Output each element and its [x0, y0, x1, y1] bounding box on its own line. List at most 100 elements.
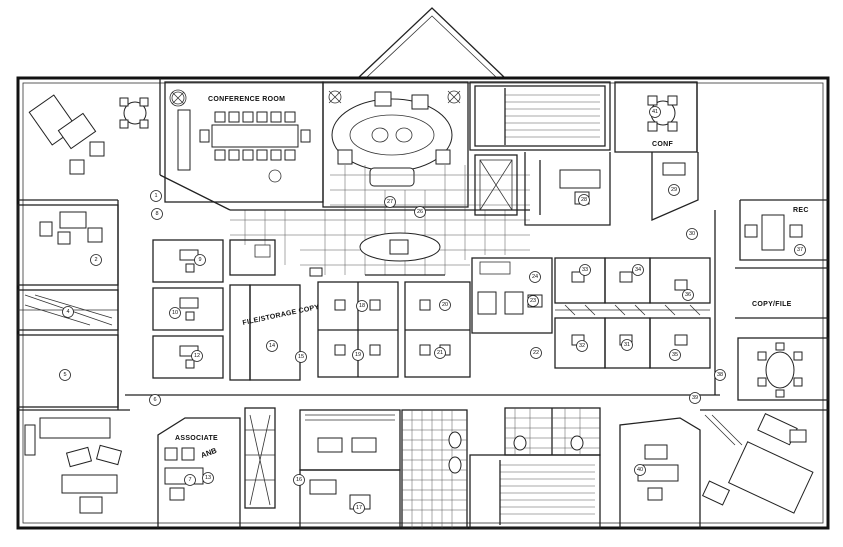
room-number: 34 — [635, 267, 641, 273]
file-storage-copy: FILE/STORAGE COPY — [229, 284, 320, 381]
room-number-badge — [439, 299, 451, 311]
plant-icon — [447, 90, 461, 104]
copy-file-label: COPY/FILE — [752, 301, 792, 308]
room-number-badge — [714, 369, 726, 381]
room-number: 36 — [685, 292, 691, 298]
room-number: 31 — [624, 342, 630, 348]
room-number: 23 — [530, 298, 536, 304]
room-number-badge — [295, 351, 307, 363]
room-number-badge — [184, 474, 196, 486]
room-number-badge — [576, 340, 588, 352]
conference-room: CONFERENCE ROOM — [164, 81, 324, 203]
room-number: 15 — [298, 354, 304, 360]
room-number: 30 — [689, 231, 695, 237]
room-number: 13 — [205, 475, 211, 481]
elevator — [474, 154, 518, 216]
room-number: 33 — [582, 267, 588, 273]
stairwell-bottom — [469, 454, 601, 529]
restroom-hatched — [401, 409, 468, 529]
storage-column — [244, 407, 276, 509]
room-number: 40 — [637, 467, 643, 473]
room-number: 27 — [387, 199, 393, 205]
room-number-badge — [686, 228, 698, 240]
room-number: 24 — [532, 274, 538, 280]
restrooms-tiled — [504, 407, 601, 456]
room-number: 22 — [533, 350, 539, 356]
room-number-badge — [151, 208, 163, 220]
room-number-badge — [578, 194, 590, 206]
office-36 — [524, 152, 611, 226]
room-number: 35 — [672, 352, 678, 358]
office-35 — [619, 417, 701, 528]
room-number-badge — [194, 254, 206, 266]
room-number-badge — [689, 392, 701, 404]
room-number: 21 — [437, 350, 443, 356]
copy-file-right: COPY/FILE — [735, 267, 828, 319]
room-number-badge — [149, 394, 161, 406]
room-number-badge — [352, 349, 364, 361]
room-number-badge — [293, 474, 305, 486]
room-number-badge — [530, 347, 542, 359]
room-number: 1 — [154, 193, 157, 199]
room-number: 17 — [356, 505, 362, 511]
room-number-badge — [669, 349, 681, 361]
room-number: 20 — [442, 302, 448, 308]
associate-office: ASSOCIATE ANB — [157, 417, 241, 528]
room-number: 10 — [172, 310, 178, 316]
room-number-badge — [579, 264, 591, 276]
conference-room-label: CONFERENCE ROOM — [208, 96, 285, 103]
room-number-badge — [414, 206, 426, 218]
plant-icon — [171, 91, 185, 105]
room-number: 4 — [66, 309, 69, 315]
rec-label: REC — [793, 207, 809, 214]
room-number-badge — [682, 289, 694, 301]
room-number-badge — [62, 306, 74, 318]
reception-lobby — [230, 81, 530, 277]
room-number: 28 — [581, 197, 587, 203]
room-number: 19 — [355, 352, 361, 358]
copy-area-center — [471, 257, 553, 334]
room-number-badge — [202, 472, 214, 484]
room-number-badge — [434, 347, 446, 359]
office-left-2 — [17, 204, 119, 286]
anb-label: ANB — [200, 446, 219, 460]
room-number-badge — [90, 254, 102, 266]
roof-gable — [357, 7, 506, 79]
room-number-badge — [59, 369, 71, 381]
room-number: 38 — [717, 372, 723, 378]
small-conference-right — [737, 337, 829, 401]
room-number: 2 — [94, 257, 97, 263]
room-number: 41 — [652, 109, 658, 115]
office-bottom-left — [18, 409, 130, 514]
room-number: 7 — [188, 477, 191, 483]
kitchenette — [229, 239, 276, 276]
room-number-badge — [634, 464, 646, 476]
plant-icon — [328, 90, 342, 104]
room-number: 16 — [296, 477, 302, 483]
room-number-badge — [621, 339, 633, 351]
workstations-left — [152, 239, 224, 379]
conf-label: CONF — [652, 141, 673, 148]
room-number-badge — [649, 106, 661, 118]
room-number-badge — [794, 244, 806, 256]
room-number-badge — [527, 295, 539, 307]
room-number-badge — [384, 196, 396, 208]
room-number: 29 — [671, 187, 677, 193]
room-number-badge — [632, 264, 644, 276]
room-number-badge — [266, 340, 278, 352]
room-number-badge — [191, 350, 203, 362]
offices-bottom-center — [299, 409, 401, 529]
room-number: 37 — [797, 247, 803, 253]
room-number: 14 — [269, 343, 275, 349]
room-number-badge — [169, 307, 181, 319]
room-number-badge — [356, 300, 368, 312]
room-number: 9 — [198, 257, 201, 263]
room-number: 12 — [194, 353, 200, 359]
room-number-badge — [353, 502, 365, 514]
associate-label: ASSOCIATE — [175, 435, 218, 442]
corridor-walls — [117, 174, 720, 410]
room-number: 39 — [692, 395, 698, 401]
room-number: 5 — [63, 372, 66, 378]
